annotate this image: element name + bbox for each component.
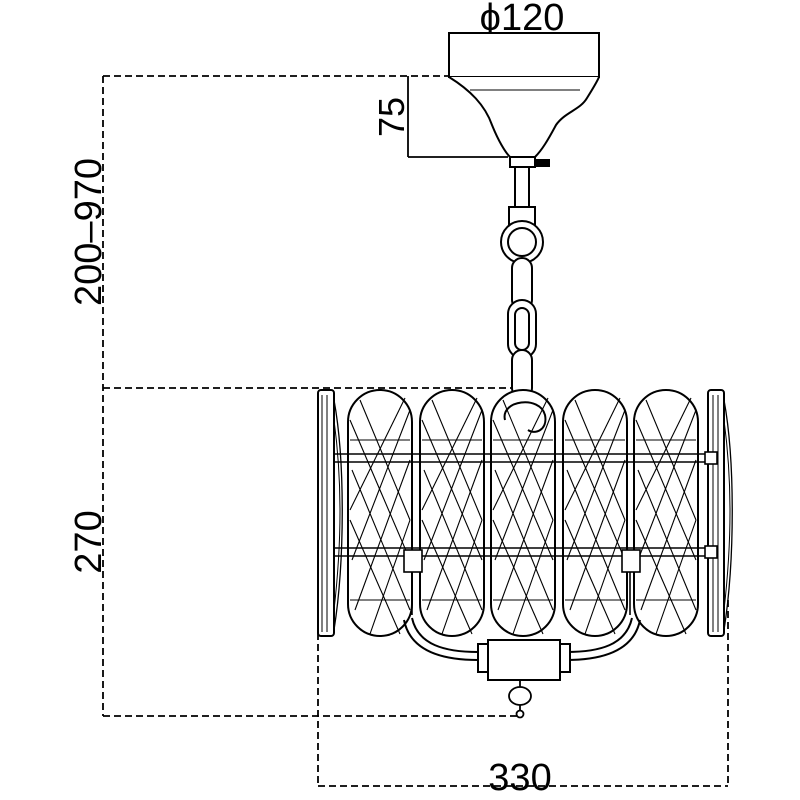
suspension-chain [500, 156, 550, 399]
dimension-lines [102, 75, 729, 787]
lamp-arms [403, 617, 641, 661]
central-hub [477, 639, 571, 681]
side-panel-left [317, 389, 343, 637]
body-width-label: 330 [488, 757, 551, 799]
glass-panel-4 [562, 389, 628, 637]
glass-panel-2 [419, 389, 485, 637]
frame-rods [334, 451, 718, 559]
bulb-holders [403, 549, 641, 615]
glass-panel-3 [490, 389, 556, 637]
canopy-height-label: 75 [371, 97, 412, 137]
bottom-finial [508, 680, 532, 719]
body-height-label: 270 [68, 510, 110, 573]
side-panel-right [707, 389, 733, 637]
ceiling-canopy [448, 32, 600, 158]
chain-length-label: 200–970 [68, 158, 110, 306]
glass-panel-5 [633, 389, 699, 637]
canopy-height-dim [407, 76, 508, 158]
glass-panel-1 [347, 389, 413, 637]
